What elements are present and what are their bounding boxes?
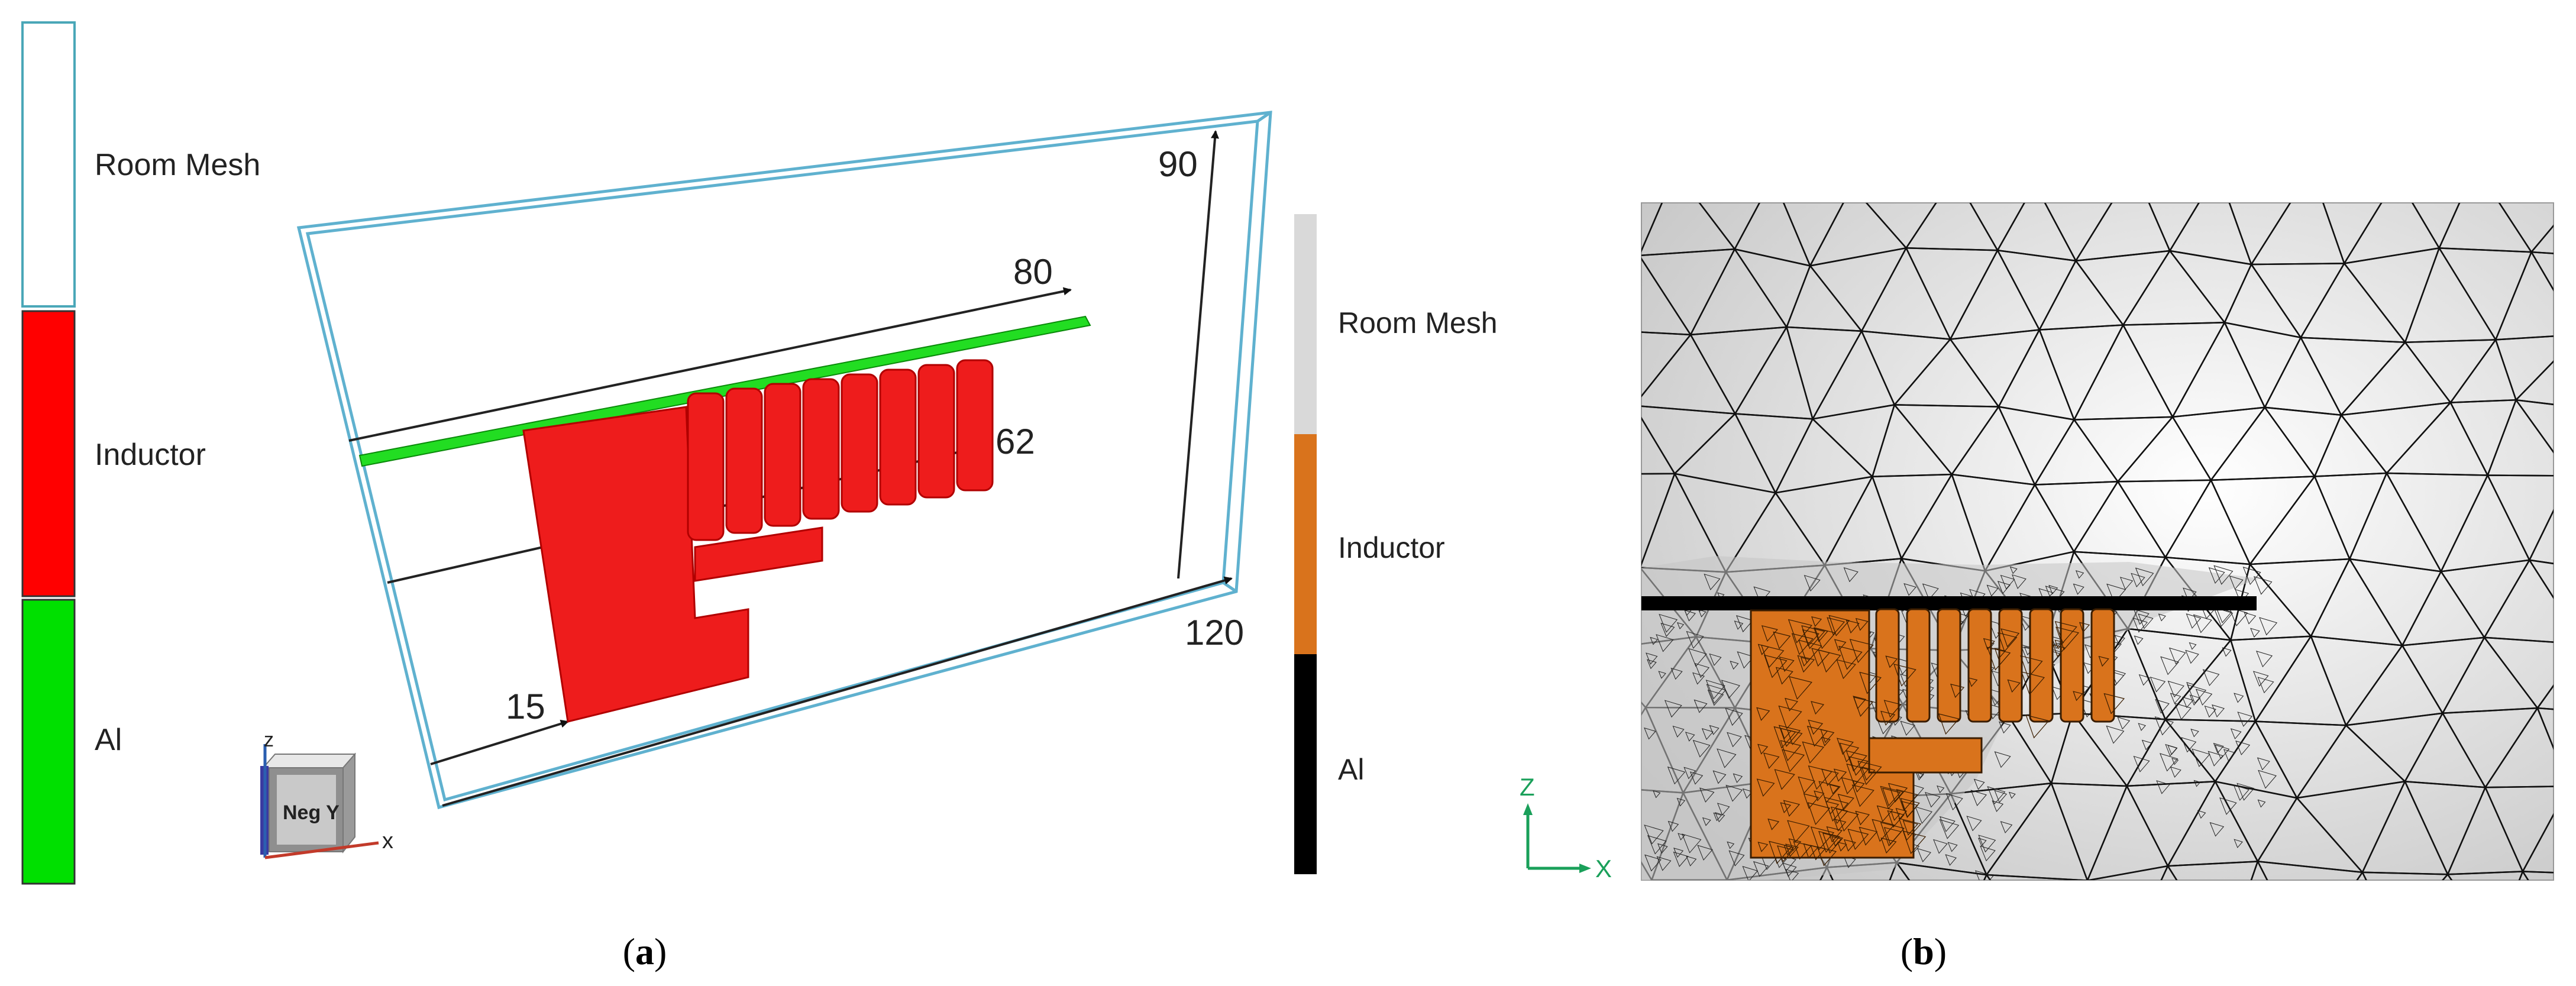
inductor-2d-fin: [2060, 608, 2084, 723]
inductor-2d-fin: [1937, 608, 1961, 723]
dim-label-15: 15: [506, 687, 545, 726]
legend-b-label-room-mesh: Room Mesh: [1338, 306, 1498, 340]
cube-axis-x: x: [382, 829, 393, 854]
inductor-2d-fin: [1967, 608, 1992, 723]
caption-a: (a): [623, 930, 667, 972]
axis-triad-b: Z X: [1520, 773, 1612, 882]
inductor-2d-fin: [1875, 608, 1900, 723]
legend-a-label-room-mesh: Room Mesh: [95, 148, 260, 182]
orientation-cube: Neg Y z x: [260, 729, 393, 859]
axis-b-z: Z: [1520, 773, 1535, 801]
legend-b-swatch-inductor: [1294, 434, 1317, 654]
legend-a-label-inductor: Inductor: [95, 438, 206, 472]
inductor-2d-arm: [1868, 737, 1983, 774]
legend-a-swatch-al: [21, 599, 76, 885]
inductor-2d-fin: [2029, 608, 2054, 723]
dim-line-80: [348, 287, 1072, 442]
inductor-2d-fin: [1906, 608, 1931, 723]
panel-b: Z X (b): [1520, 202, 2554, 972]
legend-a: Room Mesh Inductor Al: [21, 21, 260, 885]
inductor-fins: [687, 359, 994, 541]
dim-line-15: [430, 719, 569, 765]
legend-b-swatch-al: [1294, 654, 1317, 874]
dim-line-120: [442, 576, 1233, 807]
al-plate-2d: [1641, 596, 2257, 610]
inductor-arm: [694, 526, 823, 582]
dim-line-90: [1177, 130, 1219, 579]
legend-b-label-inductor: Inductor: [1338, 531, 1445, 564]
dim-label-62: 62: [996, 422, 1035, 461]
legend-a-swatch-inductor: [21, 310, 76, 597]
legend-b-label-al: Al: [1338, 753, 1364, 786]
inductor-2d: [1750, 608, 2125, 867]
caption-b: (b): [1901, 930, 1947, 972]
axis-b-x: X: [1595, 855, 1612, 882]
legend-a-label-al: Al: [95, 723, 122, 757]
inductor-2d-fins: [1875, 608, 2115, 723]
dim-label-120: 120: [1185, 613, 1244, 652]
cube-face-label: Neg Y: [283, 801, 340, 824]
legend-b: Room Mesh Inductor Al: [1294, 214, 1498, 874]
panel-a: Room Mesh Inductor Al: [21, 21, 1272, 972]
dim-label-90: 90: [1158, 144, 1198, 184]
inductor-2d-fin: [1998, 608, 2023, 723]
cube-axis-z: z: [264, 729, 274, 751]
inductor-body: [522, 406, 749, 723]
dim-label-80: 80: [1013, 252, 1053, 292]
legend-b-swatch-room-mesh: [1294, 214, 1317, 434]
room-mesh-frame: [296, 111, 1272, 810]
legend-a-swatch-room-mesh: [21, 21, 76, 308]
inductor-3d: [522, 359, 994, 723]
